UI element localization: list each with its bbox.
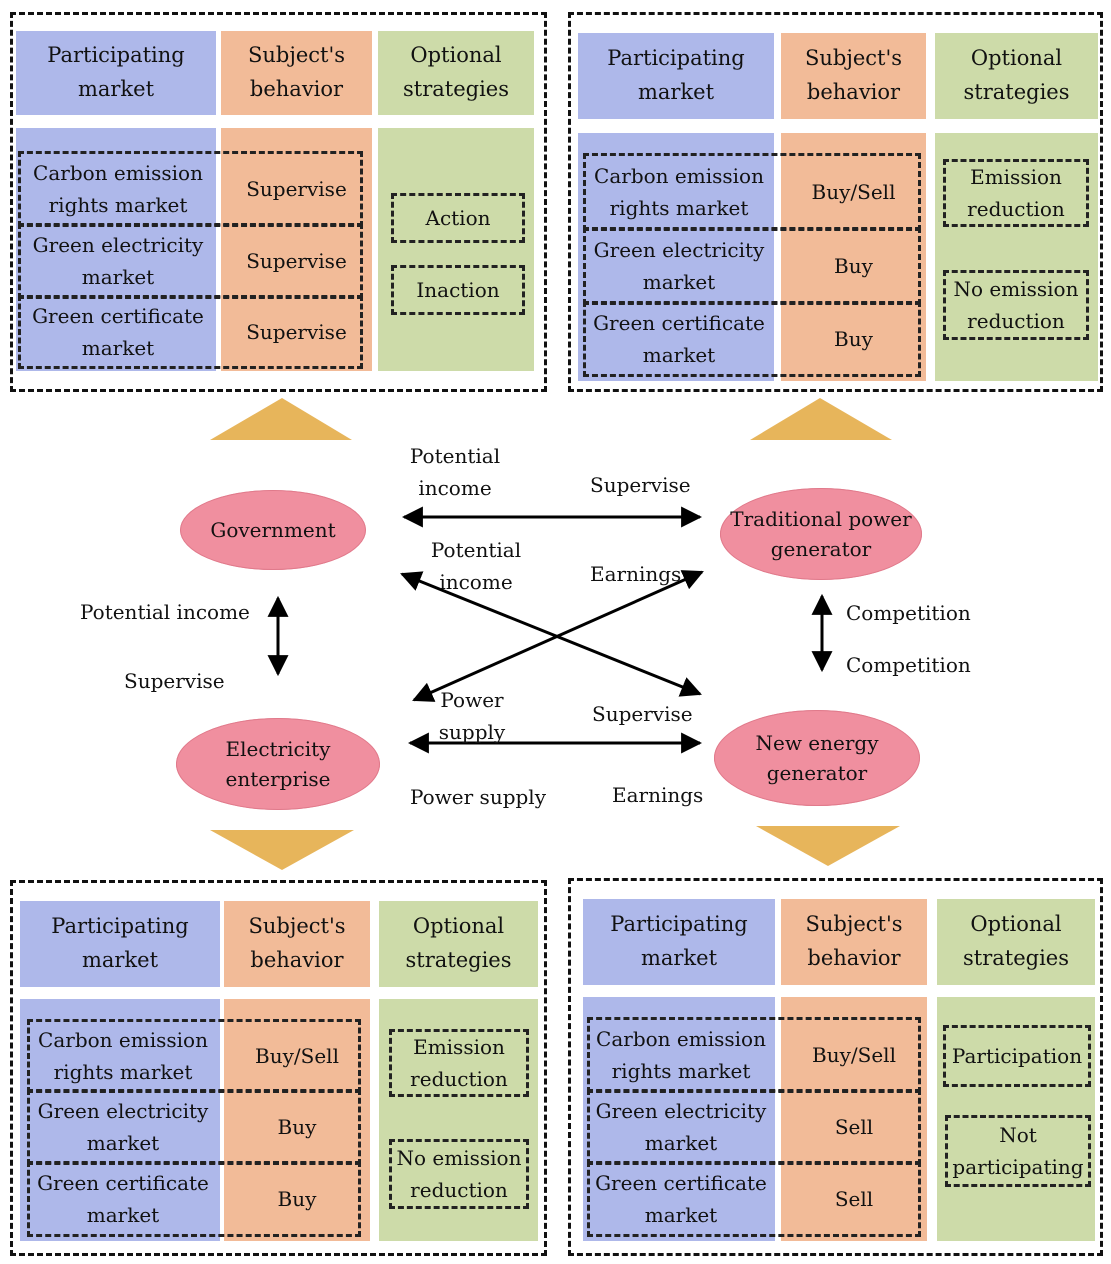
header-participating-market: Participating market: [583, 899, 775, 985]
strategy-option: Participation: [943, 1025, 1091, 1087]
strategy-column: [379, 999, 538, 1241]
strategy-option: No emission reduction: [943, 270, 1089, 340]
behavior-green-certificate: Buy: [277, 1187, 317, 1211]
market-green-electricity: Green electricity market: [593, 238, 765, 294]
header-subjects-behavior: Subject's behavior: [781, 33, 926, 119]
behavior-carbon: Supervise: [246, 177, 347, 201]
behavior-green-electricity: Sell: [834, 1115, 874, 1139]
market-green-electricity: Green electricity market: [595, 1099, 767, 1155]
market-row-outline: [587, 1161, 921, 1237]
behavior-green-electricity: Buy: [834, 254, 873, 278]
behavior-carbon: Buy/Sell: [812, 1043, 896, 1067]
behavior-green-electricity: Supervise: [246, 249, 347, 273]
node-new-energy-generator: New energy generator: [714, 710, 920, 806]
panel-electricity-enterprise: Participating market Subject's behavior …: [10, 880, 547, 1256]
label-elec-new-earnings: Earnings: [612, 783, 704, 807]
behavior-green-certificate: Sell: [834, 1187, 874, 1211]
label-gov-elec-supervise: Supervise: [124, 669, 225, 693]
market-green-certificate: Green certificate market: [37, 1171, 209, 1227]
market-green-electricity: Green electricity market: [37, 1099, 209, 1155]
market-row-outline: [27, 1161, 361, 1237]
strategy-column: [937, 997, 1095, 1241]
market-green-certificate: Green certificate market: [595, 1171, 767, 1227]
market-row-outline: [583, 301, 921, 377]
behavior-green-certificate: Supervise: [246, 320, 347, 344]
behavior-carbon: Buy/Sell: [255, 1044, 339, 1068]
market-column: [583, 997, 775, 1241]
pointer-triangle-traditional: [750, 398, 892, 440]
strategy-column: [378, 128, 534, 371]
strategy-option: No emission reduction: [389, 1139, 529, 1209]
behavior-green-electricity: Buy: [277, 1115, 317, 1139]
market-row-outline: [18, 295, 363, 369]
behavior-column: [224, 999, 370, 1241]
label-elec-trad-power-supply: Power supply: [438, 688, 506, 744]
panel-new-energy-generator: Participating market Subject's behavior …: [568, 878, 1103, 1256]
label-trad-new-competition-top: Competition: [846, 601, 971, 625]
market-carbon: Carbon emission rights market: [596, 1027, 766, 1083]
pointer-triangle-electricity: [210, 830, 354, 870]
panel-government: Participating market Subject's behavior …: [10, 12, 547, 392]
label-gov-elec-income: Potential income: [80, 600, 250, 624]
label-gov-trad-income: Potential income: [409, 444, 501, 500]
label-elec-new-power-supply: Power supply: [410, 785, 547, 809]
market-column: [20, 999, 220, 1241]
header-optional-strategies: Optional strategies: [937, 899, 1095, 985]
label-trad-elec-earnings: Earnings: [590, 562, 682, 586]
label-trad-new-competition-bottom: Competition: [846, 653, 971, 677]
market-green-electricity: Green electricity market: [32, 233, 204, 289]
behavior-column: [781, 133, 926, 381]
behavior-green-certificate: Buy: [834, 327, 873, 351]
strategy-option: Action: [391, 193, 525, 243]
strategy-option: Not participating: [945, 1115, 1091, 1187]
behavior-column: [781, 997, 927, 1241]
strategy-option: Emission reduction: [943, 159, 1089, 227]
header-participating-market: Participating market: [578, 33, 774, 119]
header-subjects-behavior: Subject's behavior: [221, 31, 372, 115]
header-subjects-behavior: Subject's behavior: [781, 899, 927, 985]
header-participating-market: Participating market: [20, 901, 220, 987]
panel-traditional-generator: Participating market Subject's behavior …: [568, 12, 1103, 392]
pointer-triangle-government: [210, 398, 352, 440]
label-gov-trad-supervise: Supervise: [590, 473, 691, 497]
header-optional-strategies: Optional strategies: [378, 31, 534, 115]
market-carbon: Carbon emission rights market: [594, 164, 764, 220]
node-government: Government: [180, 490, 366, 570]
header-optional-strategies: Optional strategies: [935, 33, 1098, 119]
market-column: [16, 128, 216, 371]
header-optional-strategies: Optional strategies: [379, 901, 538, 987]
market-column: [578, 133, 774, 381]
pointer-triangle-new-energy: [756, 826, 900, 866]
strategy-option: Inaction: [391, 265, 525, 315]
strategy-option: Emission reduction: [389, 1029, 529, 1097]
header-subjects-behavior: Subject's behavior: [224, 901, 370, 987]
market-carbon: Carbon emission rights market: [38, 1028, 208, 1084]
header-participating-market: Participating market: [16, 31, 216, 115]
node-electricity-enterprise: Electricity enterprise: [176, 718, 380, 810]
label-gov-new-income: Potential income: [430, 538, 522, 594]
market-green-certificate: Green certificate market: [32, 304, 204, 360]
arrow-trad-elec: [412, 570, 704, 702]
market-carbon: Carbon emission rights market: [33, 161, 203, 217]
behavior-column: [221, 128, 372, 371]
behavior-carbon: Buy/Sell: [811, 180, 896, 204]
label-gov-new-supervise: Supervise: [592, 702, 693, 726]
node-traditional-generator: Traditional power generator: [720, 488, 922, 580]
market-green-certificate: Green certificate market: [593, 311, 765, 367]
